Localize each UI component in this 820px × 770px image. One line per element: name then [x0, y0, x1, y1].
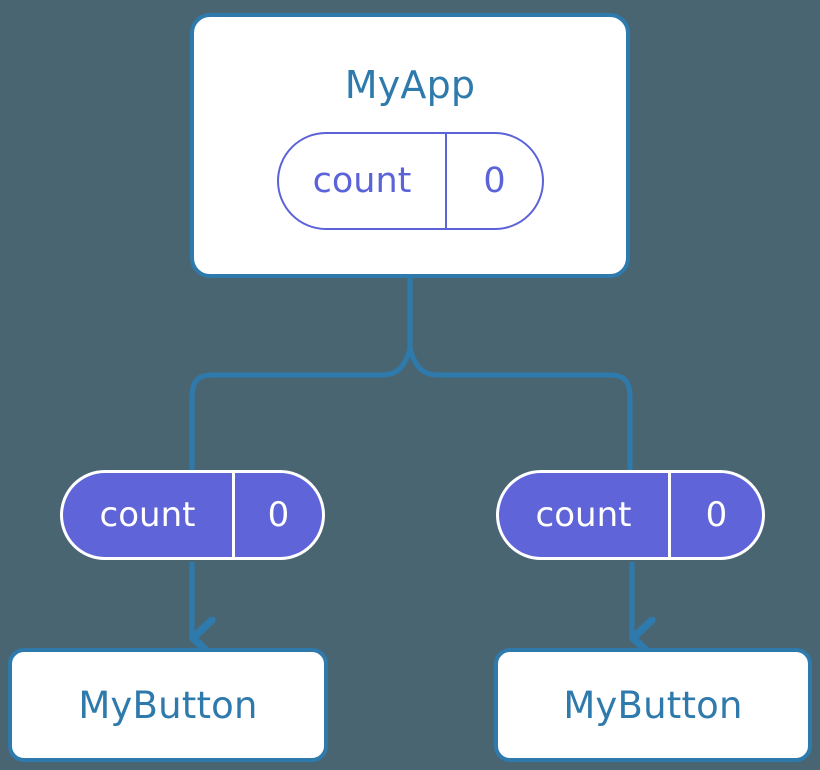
prop-pill-key: count [499, 473, 671, 557]
component-node-mybutton-right[interactable]: MyButton [494, 648, 812, 762]
state-pill-myapp-count[interactable]: count 0 [277, 132, 544, 230]
prop-pill-value: 0 [267, 495, 290, 535]
component-title-mybutton-right: MyButton [563, 683, 743, 727]
state-pill-key: count [279, 134, 447, 228]
component-node-mybutton-left[interactable]: MyButton [8, 648, 328, 762]
state-pill-value: 0 [483, 161, 506, 201]
prop-pill-value: 0 [705, 495, 728, 535]
connector-fork-to-left-pill [189, 346, 413, 473]
prop-pill-right-count[interactable]: count 0 [496, 470, 765, 560]
component-title-mybutton-left: MyButton [78, 683, 258, 727]
component-title-myapp: MyApp [344, 63, 476, 107]
connector-fork-to-right-pill [407, 346, 633, 473]
prop-pill-left-count[interactable]: count 0 [60, 470, 325, 560]
prop-pill-key: count [63, 473, 235, 557]
